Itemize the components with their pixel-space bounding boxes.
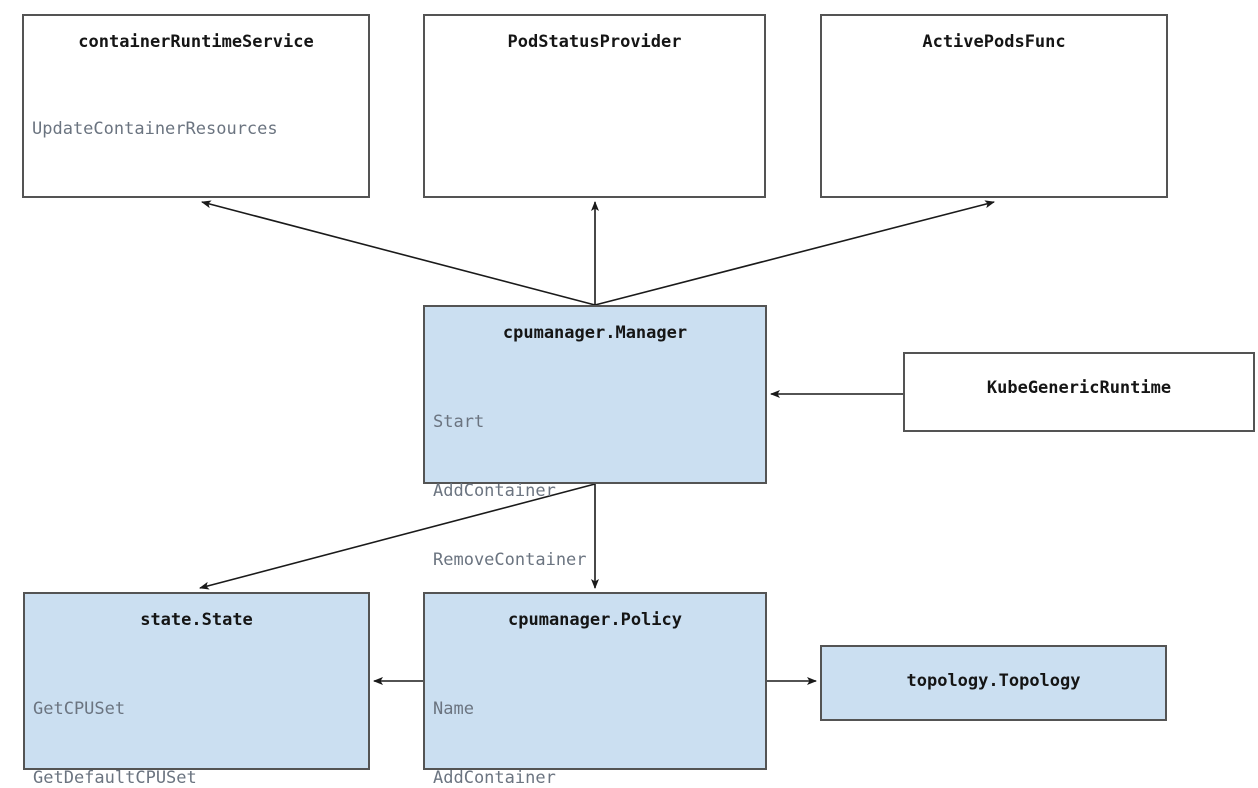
node-title: state.State [140, 610, 253, 630]
node-method: AddContainer [433, 768, 556, 788]
node-cpumanager-policy[interactable]: cpumanager.Policy Name AddContainer Remo… [423, 592, 767, 788]
edge-manager-to-activepodsfunc [594, 200, 995, 306]
node-active-pods-func[interactable]: ActivePodsFunc [820, 14, 1168, 198]
node-method: Start [433, 412, 485, 432]
node-pod-status-provider[interactable]: PodStatusProvider [423, 14, 766, 198]
node-methods: UpdateContainerResources [32, 72, 368, 187]
node-methods: GetCPUSet GetDefaultCPUSet SetCPUSet Set… [33, 652, 368, 788]
node-title: ActivePodsFunc [922, 32, 1066, 52]
node-container-runtime-service[interactable]: containerRuntimeService UpdateContainerR… [22, 14, 370, 198]
node-method: UpdateContainerResources [32, 119, 278, 139]
node-title: containerRuntimeService [78, 32, 314, 52]
node-cpumanager-manager[interactable]: cpumanager.Manager Start AddContainer Re… [423, 305, 767, 639]
node-method: AddContainer [433, 481, 556, 501]
node-state-state[interactable]: state.State GetCPUSet GetDefaultCPUSet S… [23, 592, 370, 788]
node-methods: Name AddContainer RemoveContainer [433, 652, 765, 788]
node-method: GetDefaultCPUSet [33, 768, 197, 788]
node-method: Name [433, 699, 474, 719]
node-title: cpumanager.Manager [502, 323, 688, 343]
node-kube-generic-runtime[interactable]: KubeGenericRuntime [903, 352, 1255, 432]
edge-manager-to-containerruntimeservice [201, 200, 596, 306]
node-method: GetCPUSet [33, 699, 126, 719]
node-method: RemoveContainer [433, 550, 587, 570]
node-title: cpumanager.Policy [508, 610, 682, 630]
node-topology-topology[interactable]: topology.Topology [820, 645, 1167, 721]
node-title: PodStatusProvider [507, 32, 682, 52]
node-title: topology.Topology [906, 671, 1081, 691]
node-title: KubeGenericRuntime [986, 378, 1172, 398]
